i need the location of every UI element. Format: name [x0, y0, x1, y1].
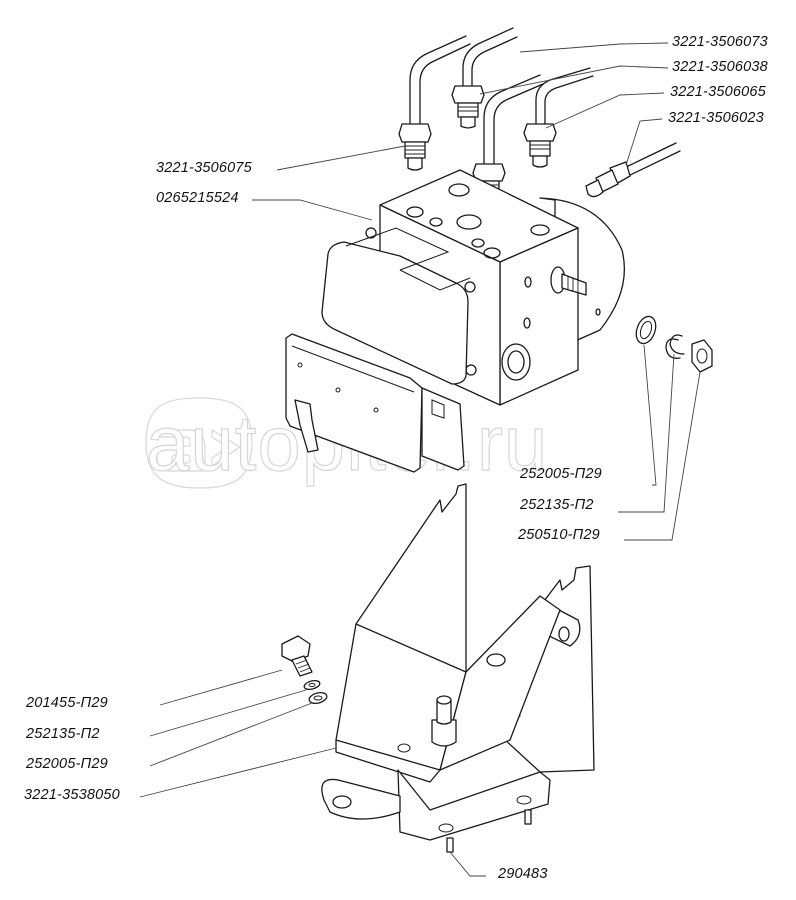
- brake-pipe-3221-3506065: [523, 67, 594, 168]
- part-label-252005-p29-left: 252005-П29: [26, 756, 108, 772]
- part-label-3221-3506075: 3221-3506075: [156, 160, 252, 176]
- part-label-3221-3506065: 3221-3506065: [670, 84, 766, 100]
- brake-pipe-3221-3506073: [451, 27, 518, 129]
- part-label-0265215524: 0265215524: [156, 190, 239, 206]
- abs-modulator-0265215524: [285, 169, 625, 473]
- nut-250510-p29: [691, 339, 713, 373]
- part-label-3221-3506038: 3221-3506038: [672, 59, 768, 75]
- part-label-252135-p2-left: 252135-П2: [26, 726, 100, 742]
- washer-252005-p29-right: [635, 315, 657, 345]
- part-label-290483: 290483: [498, 866, 548, 882]
- part-label-3221-3506023: 3221-3506023: [668, 110, 764, 126]
- part-label-3221-3538050: 3221-3538050: [24, 787, 120, 803]
- part-label-252005-p29-right: 252005-П29: [520, 466, 602, 482]
- watermark-badge-icon: [145, 397, 253, 489]
- part-label-250510-p29: 250510-П29: [518, 527, 600, 543]
- lock-washer-252135-p2-left: [303, 679, 321, 691]
- part-label-3221-3506073: 3221-3506073: [672, 34, 768, 50]
- part-label-252135-p2-right: 252135-П2: [520, 497, 594, 513]
- lock-washer-252135-p2-right: [665, 334, 685, 359]
- brake-pipe-3221-3506023: [585, 142, 681, 198]
- leader-lines: [139, 42, 701, 877]
- bolt-201455-p29: [281, 635, 313, 677]
- mounting-bracket-3221-3538050: [321, 483, 595, 853]
- part-label-201455-p29: 201455-П29: [26, 695, 108, 711]
- brake-pipe-3221-3506075: [398, 35, 471, 171]
- washer-252005-p29-left: [308, 691, 328, 705]
